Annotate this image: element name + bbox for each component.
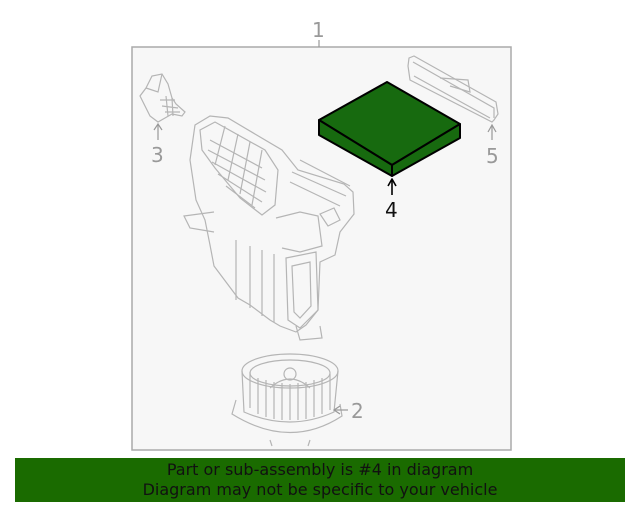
part-3-bracket[interactable] (139, 73, 186, 140)
callout-2[interactable]: 2 (351, 399, 364, 423)
callout-3[interactable]: 3 (151, 143, 164, 167)
banner-part-note: Part or sub-assembly is #4 in diagram (166, 460, 474, 479)
callout-1[interactable]: 1 (312, 18, 325, 42)
part-4-cabin-air-filter[interactable] (318, 81, 461, 195)
part-5-filter-cover[interactable] (407, 55, 499, 140)
part-1-hvac-housing[interactable] (183, 115, 355, 341)
banner-disclaimer: Diagram may not be specific to your vehi… (142, 480, 498, 499)
info-banner: Part or sub-assembly is #4 in diagram Di… (15, 458, 625, 502)
part-2-blower-motor[interactable] (231, 353, 348, 447)
callout-4[interactable]: 4 (385, 198, 398, 222)
parts-diagram: 1 2 3 4 5 (131, 18, 512, 451)
callout-5[interactable]: 5 (486, 144, 499, 168)
